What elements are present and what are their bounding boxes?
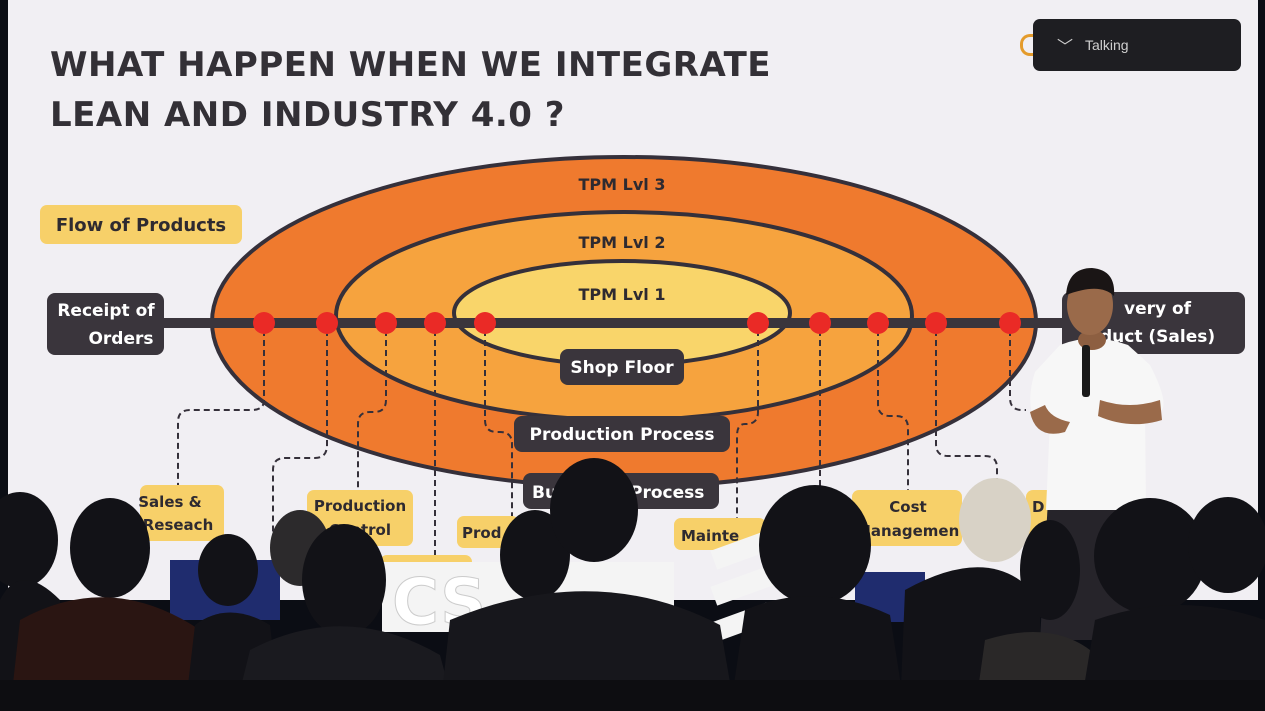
cost-line-1: Cost bbox=[889, 498, 926, 516]
flow-node bbox=[925, 312, 947, 334]
prod-partial-label: Prod bbox=[462, 524, 501, 542]
receipt-line-1: Receipt of bbox=[57, 301, 155, 321]
business-process-label-right: Process bbox=[630, 483, 704, 503]
flow-node bbox=[809, 312, 831, 334]
audience-head bbox=[500, 510, 570, 600]
receipt-of-orders-tag bbox=[47, 293, 164, 355]
audience-head bbox=[1020, 520, 1080, 620]
flow-node bbox=[867, 312, 889, 334]
business-process-label-left: Bu bbox=[532, 483, 557, 503]
flow-node bbox=[316, 312, 338, 334]
talking-label: Talking bbox=[1085, 37, 1129, 53]
ring-label-lvl2: TPM Lvl 2 bbox=[579, 233, 666, 252]
flow-node bbox=[375, 312, 397, 334]
presenter-arm-left bbox=[1030, 405, 1070, 434]
presenter-logo-icon bbox=[1020, 34, 1035, 56]
sales-line-1: Sales & bbox=[138, 493, 201, 511]
cost-management-badge bbox=[852, 490, 962, 546]
flow-node bbox=[253, 312, 275, 334]
dashed-connectors bbox=[177, 330, 1026, 560]
delivery-line-2: duct (Sales) bbox=[1100, 327, 1215, 347]
receipt-line-2: Orders bbox=[88, 329, 153, 349]
audience-head bbox=[550, 458, 638, 562]
d-partial-line-1: D bbox=[1032, 498, 1044, 516]
audience-head bbox=[70, 498, 150, 598]
microphone-icon bbox=[1082, 345, 1090, 397]
audience-head bbox=[759, 485, 871, 605]
delivery-line-1: very of bbox=[1124, 299, 1192, 319]
flow-nodes bbox=[253, 312, 1021, 334]
audience-head bbox=[959, 478, 1031, 562]
audience-head bbox=[1094, 498, 1206, 614]
ring-label-lvl3: TPM Lvl 3 bbox=[579, 175, 666, 194]
slide-title: WHAT HAPPEN WHEN WE INTEGRATE LEAN AND I… bbox=[50, 40, 771, 140]
audience-head bbox=[198, 534, 258, 606]
audience-head bbox=[1188, 497, 1265, 593]
ring-label-lvl1: TPM Lvl 1 bbox=[579, 285, 666, 304]
flow-line bbox=[160, 318, 1070, 328]
presenter-hair bbox=[1066, 268, 1115, 296]
production-process-label: Production Process bbox=[530, 425, 715, 445]
slide-title-line-1: WHAT HAPPEN WHEN WE INTEGRATE bbox=[50, 45, 772, 85]
presenter-arm-right bbox=[1098, 400, 1162, 425]
flow-node bbox=[747, 312, 769, 334]
talking-indicator: ﹀ Talking bbox=[1033, 19, 1241, 71]
audience-head bbox=[0, 492, 58, 588]
flow-node bbox=[424, 312, 446, 334]
flow-node bbox=[999, 312, 1021, 334]
audience-head bbox=[302, 524, 386, 636]
flow-of-products-label: Flow of Products bbox=[56, 215, 226, 236]
production-process-tag bbox=[514, 416, 730, 452]
shop-floor-label: Shop Floor bbox=[570, 358, 674, 378]
shop-floor-tag bbox=[560, 349, 684, 385]
maintenance-partial-label: Mainte bbox=[681, 527, 739, 545]
prodcontrol-line-1: Production bbox=[314, 497, 406, 515]
chevron-down-icon: ﹀ bbox=[1057, 39, 1074, 56]
presenter-shirt bbox=[1030, 338, 1164, 510]
flow-node bbox=[474, 312, 496, 334]
cost-line-2: Managemen bbox=[856, 522, 959, 540]
slide-title-line-2: LEAN AND INDUSTRY 4.0 ? bbox=[50, 95, 566, 135]
sales-research-badge bbox=[140, 485, 224, 541]
flow-of-products-badge bbox=[40, 205, 242, 244]
audience-floor bbox=[0, 680, 1265, 711]
sales-line-2: Reseach bbox=[143, 516, 214, 534]
